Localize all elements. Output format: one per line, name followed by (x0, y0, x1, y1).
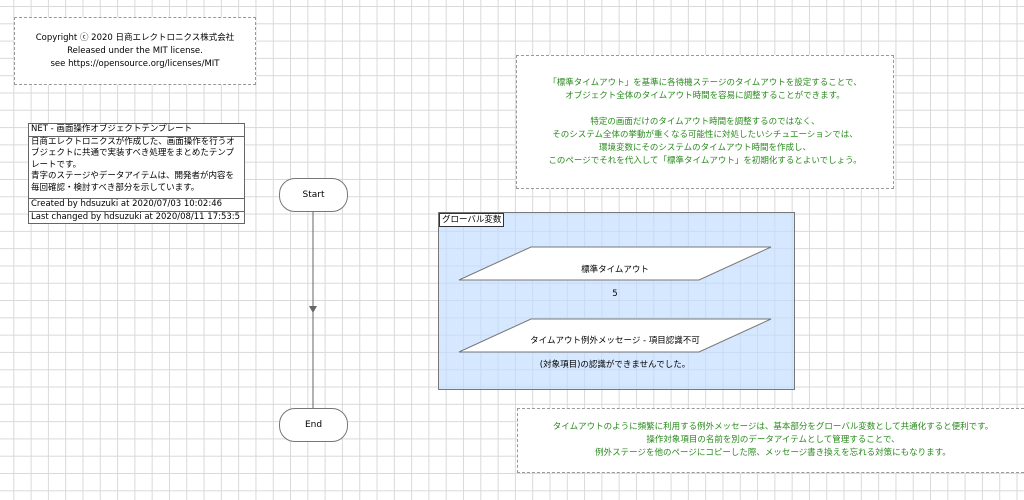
data-item-value: 5 (612, 289, 618, 299)
arrow-head-icon (309, 306, 317, 313)
data-item-standard-timeout (458, 246, 772, 281)
info-title: NET - 画面操作オブジェクトテンプレート (29, 124, 244, 137)
info-created: Created by hdsuzuki at 2020/07/03 10:02:… (29, 199, 244, 212)
info-description: 日商エレクトロニクスが作成した、画面操作を行うオブジェクトに共通で実装すべき処理… (29, 137, 244, 199)
object-info-box[interactable]: NET - 画面操作オブジェクトテンプレート 日商エレクトロニクスが作成した、画… (28, 123, 245, 224)
data-item-timeout-message (458, 318, 772, 353)
data-item-name: タイムアウト例外メッセージ - 項目認識不可 (530, 336, 700, 346)
license-line: Released under the MIT license. (67, 45, 203, 56)
data-item-name: 標準タイムアウト (581, 265, 649, 275)
copyright-note[interactable]: Copyright ⓒ 2020 日商エレクトロニクス株式会社 Released… (14, 17, 256, 85)
copyright-line: Copyright ⓒ 2020 日商エレクトロニクス株式会社 (35, 32, 235, 43)
data-item-standard-timeout-text[interactable]: 標準タイムアウト 5 (480, 252, 750, 300)
block-label: グローバル変数 (439, 213, 505, 227)
license-url-line: see https://opensource.org/licenses/MIT (50, 58, 220, 69)
data-item-value: (対象項目)の認識ができませんでした。 (539, 360, 691, 370)
global-variables-block[interactable]: グローバル変数 (438, 212, 795, 390)
note-exception-message[interactable]: タイムアウトのように頻繁に利用する例外メッセージは、基本部分をグローバル変数とし… (517, 408, 1024, 473)
note-timeout[interactable]: 「標準タイムアウト」を基準に各待機ステージのタイムアウトを設定することで、 オブ… (516, 55, 894, 189)
info-changed: Last changed by hdsuzuki at 2020/08/11 1… (31, 211, 241, 222)
start-stage[interactable]: Start (279, 178, 348, 212)
end-stage[interactable]: End (279, 408, 348, 442)
data-item-timeout-message-text[interactable]: タイムアウト例外メッセージ - 項目認識不可 (対象項目)の認識ができませんでし… (480, 323, 750, 371)
